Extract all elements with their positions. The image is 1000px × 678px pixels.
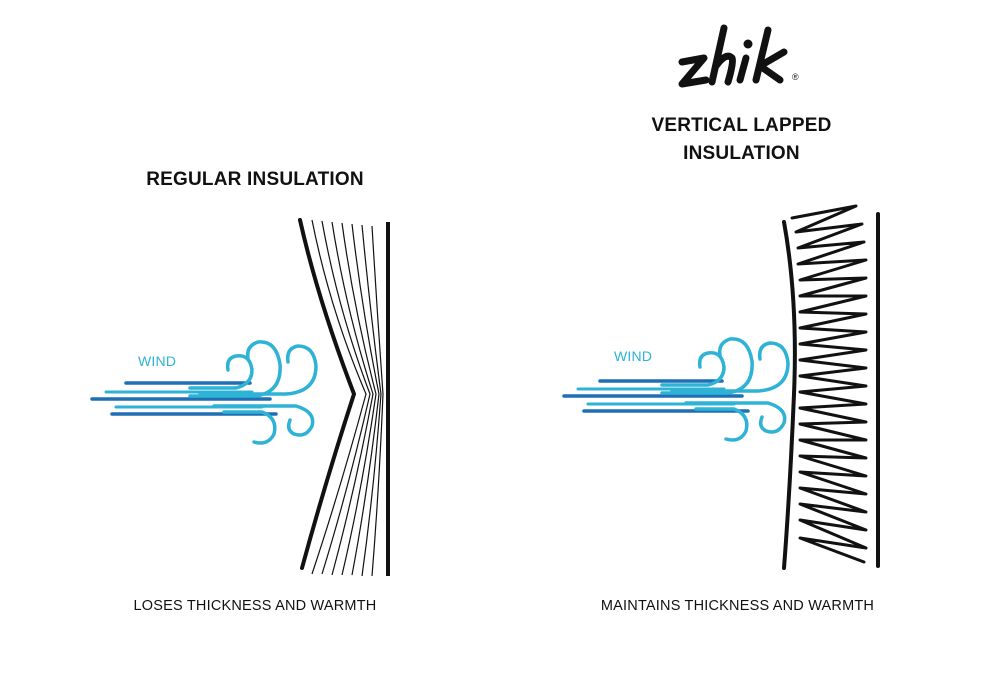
fiber-line: [311, 219, 367, 575]
wind-swirl: [660, 337, 754, 395]
registered-mark: ®: [792, 72, 799, 82]
wind-swirl: [212, 404, 315, 437]
fiber-line: [351, 223, 380, 576]
fiber-line: [321, 220, 371, 575]
wind-label-regular: WIND: [138, 353, 177, 369]
zhik-logo: ®: [678, 24, 799, 88]
lapped-insulation-title: VERTICAL LAPPED INSULATION: [600, 112, 883, 168]
regular-insulation-title: REGULAR INSULATION: [146, 169, 364, 190]
wind-swirl: [222, 410, 277, 445]
fiber-line: [341, 222, 377, 576]
outer-shell-line: [782, 220, 797, 570]
lapped-title-line-2: INSULATION: [683, 143, 800, 164]
lapped-fiber-zigzag: [790, 204, 868, 564]
zhik-logo-mark: [678, 24, 788, 88]
lapped-insulation-layer: [782, 204, 880, 570]
lapped-insulation-caption: MAINTAINS THICKNESS AND WARMTH: [600, 598, 875, 614]
wind-swirl: [694, 407, 749, 442]
outer-shell-line: [298, 218, 357, 570]
lapped-title-line-1: VERTICAL LAPPED: [651, 115, 832, 136]
fiber-line: [371, 225, 384, 577]
wind-swirl: [670, 341, 790, 393]
wind-arrows-lapped: [562, 337, 790, 442]
wind-arrows-regular: [90, 340, 318, 445]
wind-swirl: [188, 340, 282, 398]
wind-swirl: [684, 401, 787, 434]
regular-insulation-layer: [298, 218, 390, 577]
wind-swirl: [198, 344, 318, 396]
regular-insulation-caption: LOSES THICKNESS AND WARMTH: [133, 598, 377, 614]
fiber-line: [331, 221, 374, 576]
zhik-logo-dot: [743, 39, 753, 49]
wind-label-lapped: WIND: [614, 348, 653, 364]
fiber-line: [361, 224, 382, 577]
